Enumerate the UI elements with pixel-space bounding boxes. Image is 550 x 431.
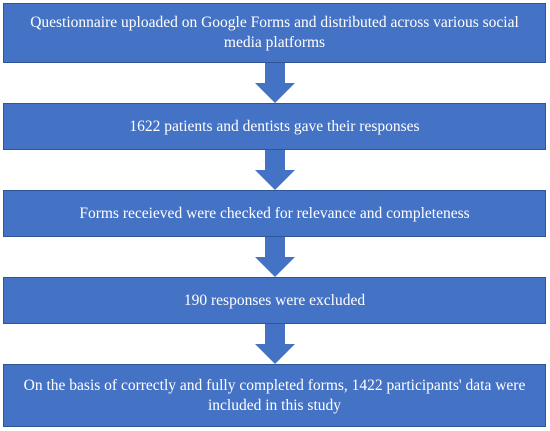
flow-step-3-text: Forms receieved were checked for relevan… xyxy=(79,204,470,222)
flow-step-1-text: Questionnaire uploaded on Google Forms a… xyxy=(30,14,519,51)
flow-step-2-text: 1622 patients and dentists gave their re… xyxy=(129,117,420,135)
flow-step-4-text: 190 responses were excluded xyxy=(183,291,366,309)
flow-step-2: 1622 patients and dentists gave their re… xyxy=(3,103,546,150)
down-arrow-icon xyxy=(255,237,295,277)
down-arrow-icon xyxy=(255,324,295,364)
down-arrow-icon xyxy=(255,63,295,103)
down-arrow-icon xyxy=(255,150,295,190)
flow-step-5: On the basis of correctly and fully comp… xyxy=(3,364,546,427)
flow-step-5-text: On the basis of correctly and fully comp… xyxy=(23,376,526,414)
flow-step-3: Forms receieved were checked for relevan… xyxy=(3,190,546,237)
flow-step-1: Questionnaire uploaded on Google Forms a… xyxy=(3,3,546,63)
flow-step-4: 190 responses were excluded xyxy=(3,277,546,324)
